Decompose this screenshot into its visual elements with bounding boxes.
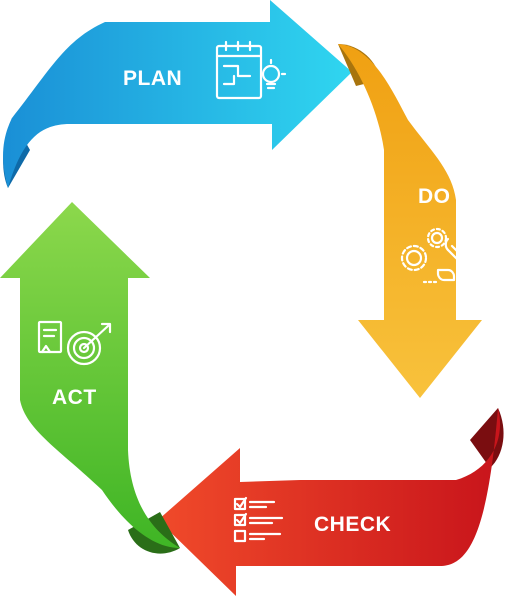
target-arrow-icon: [37, 320, 112, 366]
calendar-lightbulb-icon: [215, 40, 287, 100]
plan-arrow: [3, 0, 353, 188]
gears-wrench-icon: [400, 227, 464, 284]
act-step: ACT: [0, 202, 180, 554]
checklist-icon: [233, 496, 284, 543]
plan-label: PLAN: [123, 67, 182, 90]
do-label: DO: [418, 185, 451, 208]
check-arrow: [158, 408, 501, 596]
act-label: ACT: [52, 386, 97, 409]
do-arrow: [338, 44, 482, 398]
check-curl: [470, 408, 504, 468]
do-step: DO: [338, 44, 482, 398]
plan-step: PLAN: [3, 0, 353, 188]
act-arrow: [0, 202, 180, 548]
check-step: CHECK: [158, 408, 504, 596]
check-label: CHECK: [314, 513, 391, 536]
